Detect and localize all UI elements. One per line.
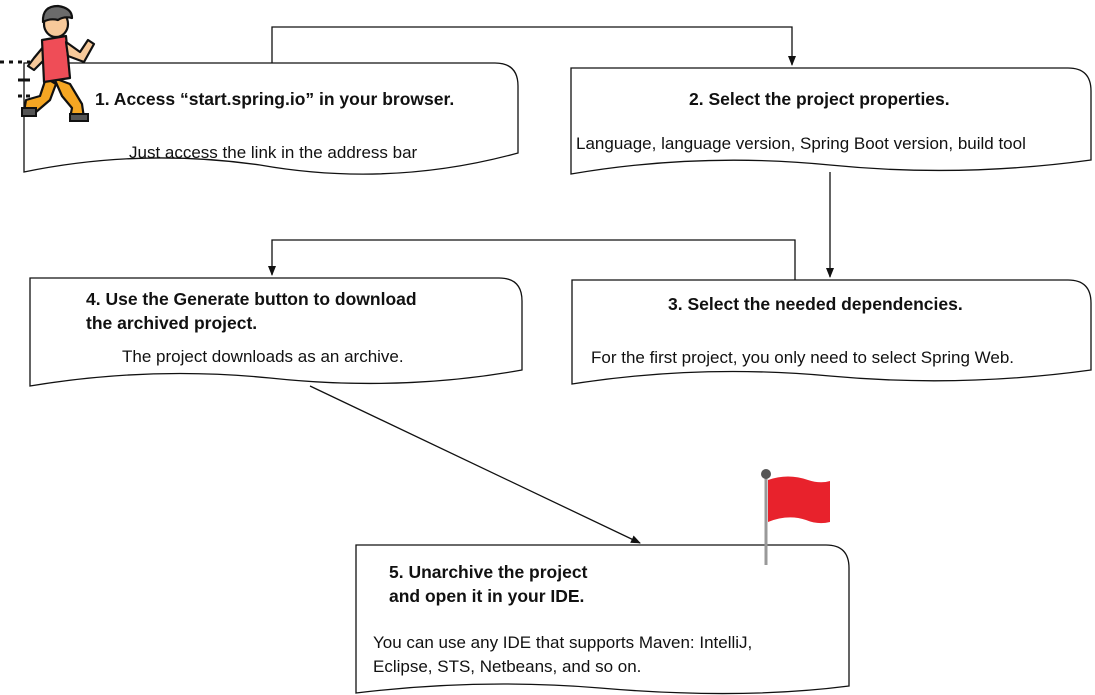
connector-4-to-5 bbox=[309, 385, 641, 544]
red-flag-icon bbox=[761, 469, 830, 565]
connector-3-to-4 bbox=[268, 239, 796, 280]
step-2-description: Language, language version, Spring Boot … bbox=[576, 134, 1026, 153]
step-3-title: 3. Select the needed dependencies. bbox=[668, 294, 963, 314]
step-1-description: Just access the link in the address bar bbox=[129, 143, 418, 162]
step-1-title: 1. Access “start.spring.io” in your brow… bbox=[95, 89, 455, 109]
step-4-box bbox=[29, 277, 523, 387]
step-1-box bbox=[23, 62, 519, 175]
step-5-title: 5. Unarchive the project and open it in … bbox=[389, 562, 588, 606]
step-5-description: You can use any IDE that supports Maven:… bbox=[373, 633, 753, 676]
step-3-description: For the first project, you only need to … bbox=[591, 348, 1015, 367]
step-2-box bbox=[570, 67, 1092, 175]
step-2-title: 2. Select the project properties. bbox=[689, 89, 950, 109]
running-person-icon bbox=[0, 4, 96, 122]
step-4-description: The project downloads as an archive. bbox=[122, 347, 404, 366]
step-5-box bbox=[355, 544, 850, 695]
step-3-box bbox=[571, 279, 1092, 385]
connector-1-to-2 bbox=[271, 26, 796, 66]
step-4-title: 4. Use the Generate button to download t… bbox=[86, 289, 417, 333]
